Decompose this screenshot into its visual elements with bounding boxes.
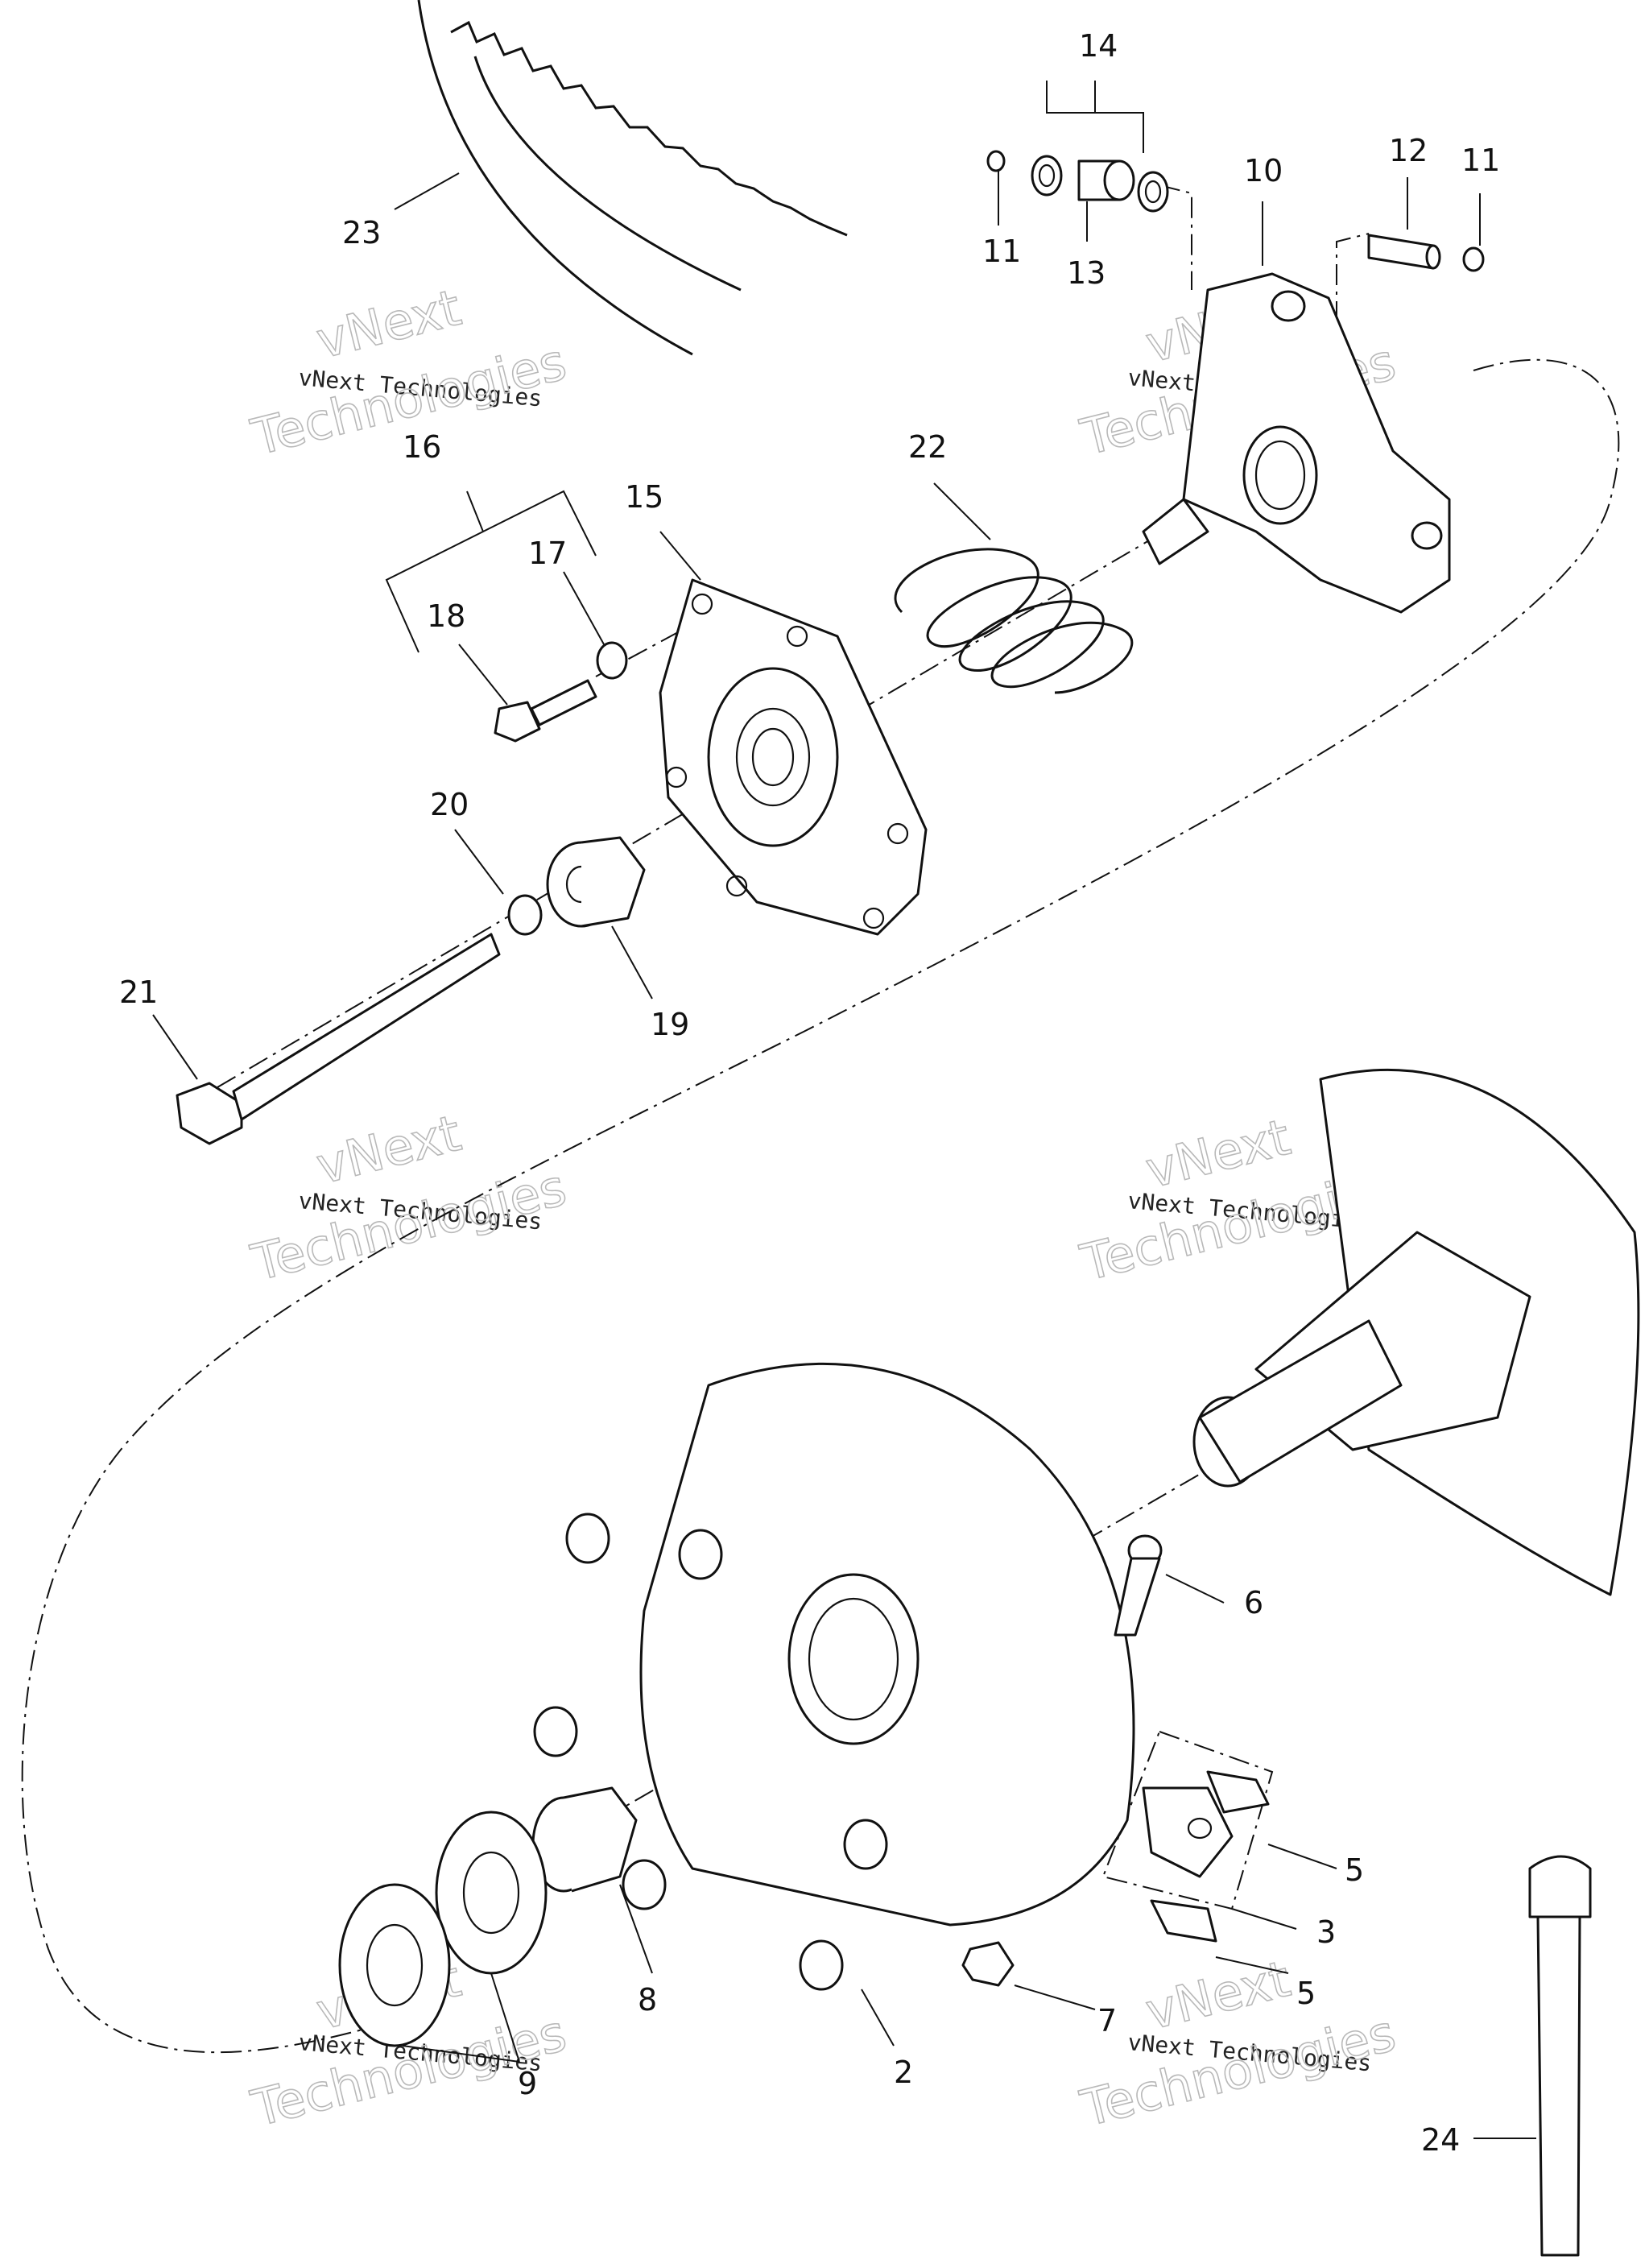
- callout-13: 13: [1067, 255, 1106, 291]
- slider-plate-lower: [1150, 1899, 1217, 1943]
- callout-10: 10: [1244, 153, 1283, 188]
- spider-cam: [1142, 272, 1451, 614]
- callout-17: 17: [528, 536, 567, 571]
- screw-18: [494, 679, 597, 743]
- callout-11-right: 11: [1461, 143, 1500, 178]
- callout-5-lower: 5: [1296, 1976, 1316, 2011]
- callout-15: 15: [625, 479, 663, 515]
- svg-text:Technologies: Technologies: [246, 1157, 572, 1292]
- callout-8: 8: [638, 1982, 657, 2018]
- callout-24: 24: [1421, 2122, 1460, 2158]
- svg-text:vNext: vNext: [311, 1103, 466, 1196]
- callout-5-upper: 5: [1345, 1852, 1364, 1888]
- bushing-axis-line: [1159, 184, 1370, 322]
- callout-18: 18: [427, 598, 465, 634]
- movable-sheave: [533, 1362, 1135, 1991]
- watermark-mid-left: vNext vNext Technologies Technologies: [245, 1103, 572, 1293]
- watermark-bottom-right: vNext vNext Technologies Technologies: [1074, 1948, 1402, 2138]
- bushing-8: [531, 1786, 638, 1893]
- callout-16: 16: [403, 429, 441, 465]
- callout-23: 23: [342, 215, 381, 250]
- callout-12: 12: [1389, 133, 1428, 168]
- lock-washer-17: [596, 641, 628, 680]
- callout-6: 6: [1244, 1585, 1263, 1620]
- callout-7: 7: [1097, 2003, 1117, 2038]
- callout-2: 2: [894, 2055, 913, 2090]
- callout-21: 21: [119, 975, 158, 1010]
- callout-9: 9: [518, 2066, 537, 2101]
- callout-11-left: 11: [982, 234, 1021, 269]
- bushing-group: [986, 150, 1169, 213]
- pin-and-clip: [1367, 234, 1485, 272]
- drive-belt: [417, 0, 848, 356]
- callout-14: 14: [1079, 28, 1118, 64]
- svg-text:vNext: vNext: [1140, 1949, 1296, 2042]
- svg-text:vNext: vNext: [311, 278, 466, 370]
- callout-22: 22: [908, 429, 947, 465]
- fixed-sheave: [1192, 1069, 1640, 1596]
- bushing-19: [546, 836, 646, 928]
- washers-9: [338, 1811, 548, 2047]
- lock-washer-20: [507, 894, 543, 936]
- leader-lines: [152, 81, 1536, 2139]
- svg-text:Technologies: Technologies: [1075, 2003, 1401, 2138]
- cover-plate: [659, 578, 928, 936]
- screw-6: [1114, 1534, 1163, 1637]
- callout-20: 20: [430, 787, 469, 822]
- slider-plate-upper: [1206, 1770, 1270, 1814]
- bolt-21: [176, 933, 501, 1145]
- callout-labels: 23 14 11 13 10 12 11 16 15 22 17 18 20 1…: [119, 28, 1500, 2158]
- long-bolt-24: [1528, 1855, 1592, 2257]
- nut-7: [961, 1941, 1015, 1987]
- callout-3: 3: [1316, 1914, 1336, 1950]
- assembly-outline: [21, 358, 1620, 2054]
- spring: [894, 548, 1134, 694]
- slider-shoe: [1142, 1786, 1234, 1878]
- callout-19: 19: [651, 1007, 689, 1042]
